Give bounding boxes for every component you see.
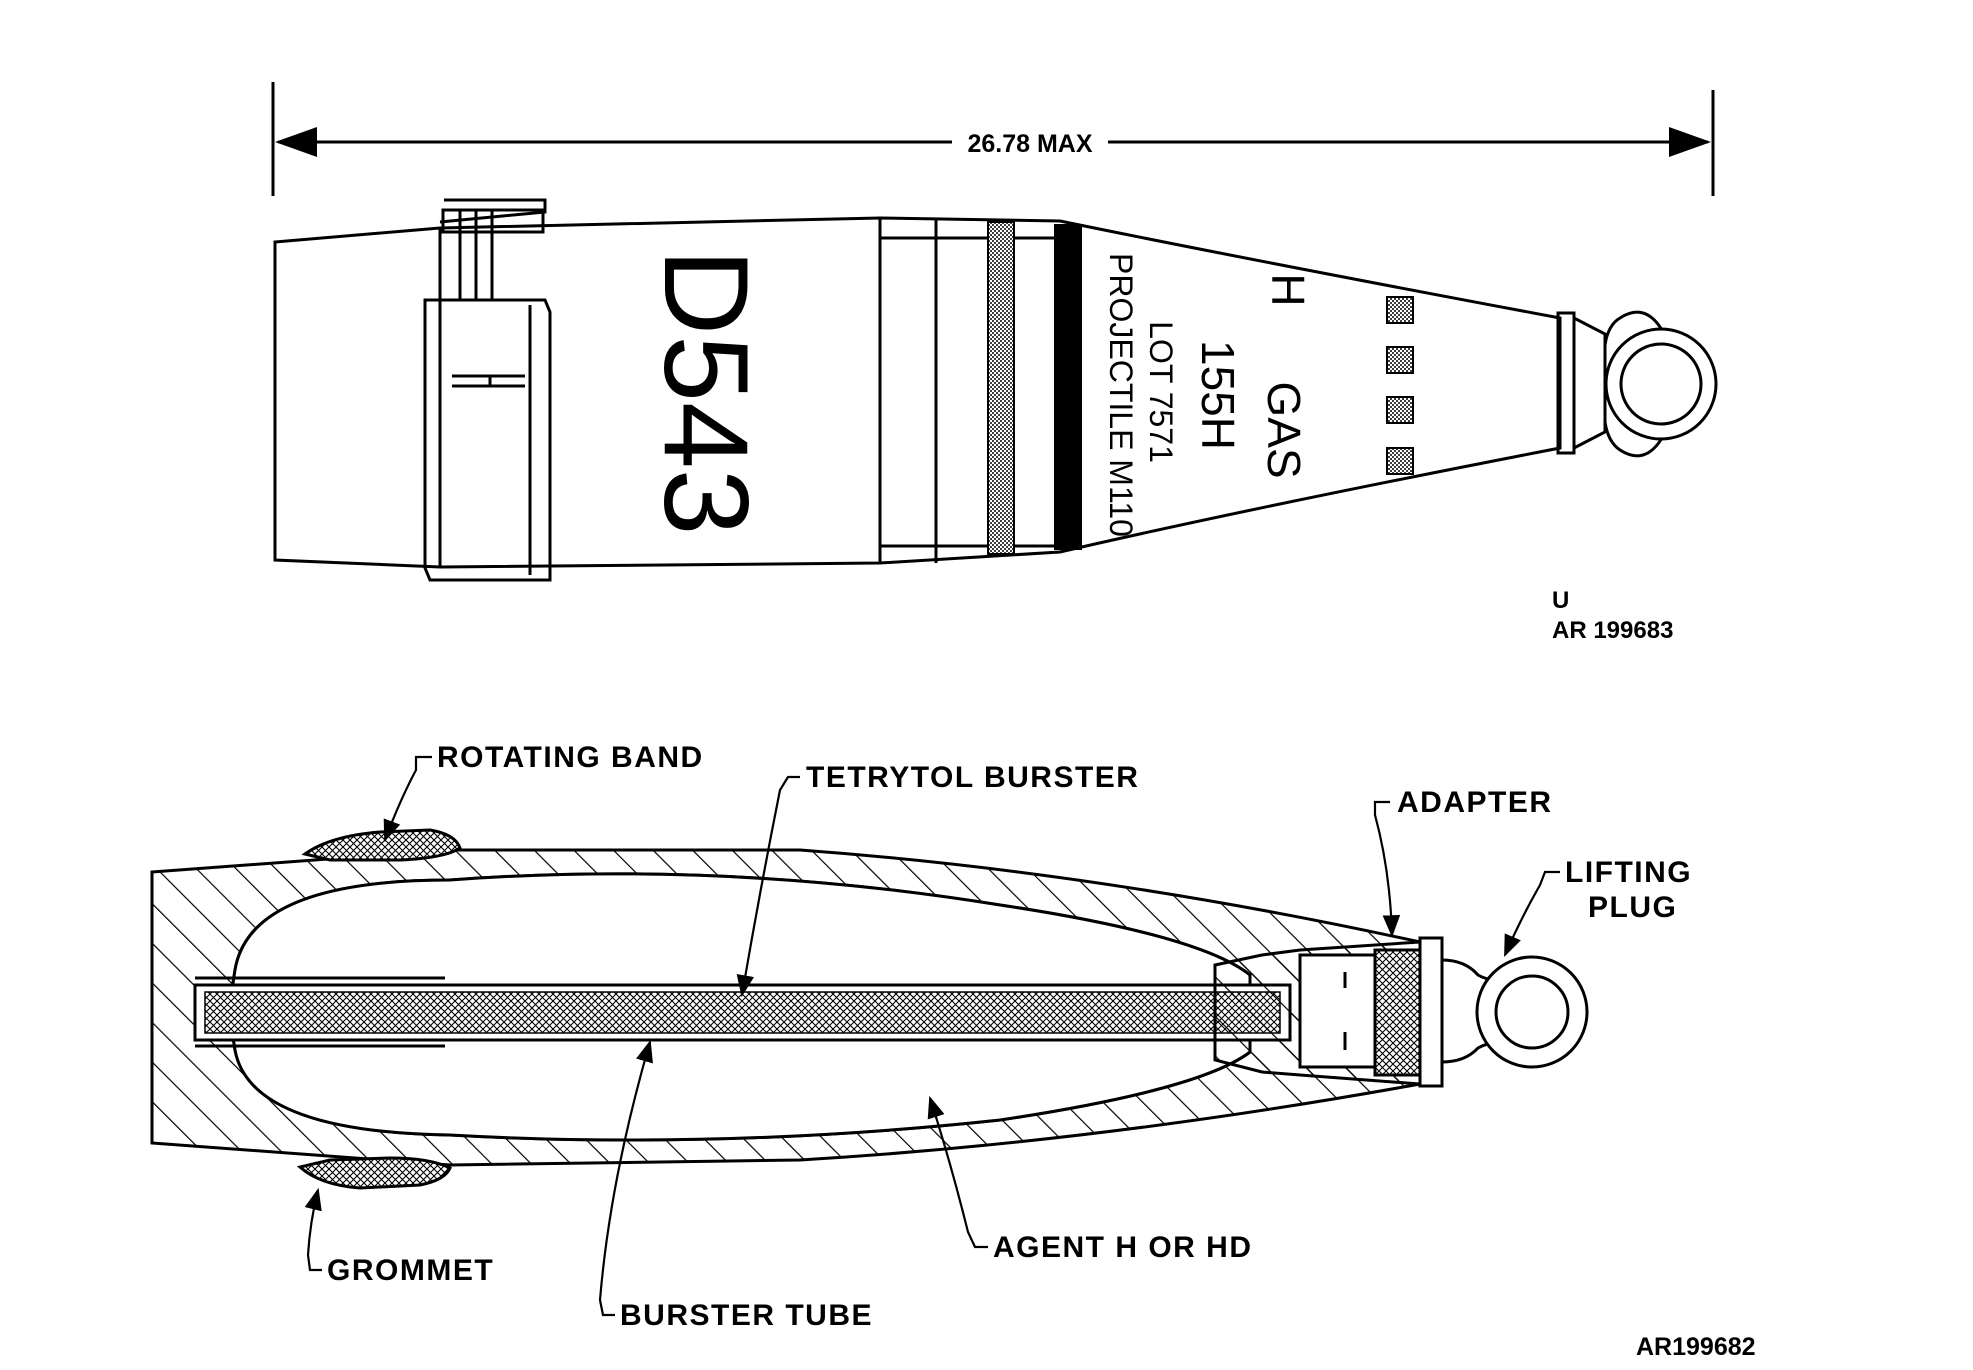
cutaway-view: ROTATING BAND TETRYTOL BURSTER ADAPTER L… bbox=[150, 741, 1756, 1361]
stencil-markings: D543 H GAS 155H LOT 7571 PROJECTILE M110 bbox=[639, 249, 1314, 537]
lifting-plug-label-line2: PLUG bbox=[1588, 891, 1677, 924]
dimension-label: 26.78 MAX bbox=[967, 130, 1092, 158]
exterior-body bbox=[273, 198, 1607, 582]
rotating-band-label: ROTATING BAND bbox=[437, 741, 704, 774]
model-stencil: PROJECTILE M110 bbox=[1103, 253, 1139, 537]
fill-stencil: H bbox=[1262, 273, 1314, 306]
grommet bbox=[296, 1156, 452, 1190]
caliber-stencil: 155H bbox=[1192, 340, 1244, 450]
type-stencil: GAS bbox=[1258, 381, 1310, 478]
lifting-ring-exterior bbox=[1603, 310, 1718, 458]
adapter-assembly bbox=[1213, 936, 1444, 1088]
exterior-ref-u: U bbox=[1552, 587, 1569, 614]
adapter-label: ADAPTER bbox=[1397, 786, 1553, 819]
burster-assembly bbox=[193, 976, 1292, 1048]
rotating-band bbox=[301, 828, 462, 862]
tetrytol-burster-label: TETRYTOL BURSTER bbox=[806, 761, 1139, 794]
exterior-view: 26.78 MAX bbox=[271, 82, 1718, 644]
callout-leaders bbox=[304, 755, 1560, 1317]
identification-bands bbox=[987, 221, 1082, 555]
burster-tube-label: BURSTER TUBE bbox=[620, 1299, 873, 1332]
lifting-plug-ring bbox=[1441, 955, 1589, 1069]
lot-code-stencil: D543 bbox=[639, 249, 773, 536]
lot-stencil: LOT 7571 bbox=[1143, 321, 1179, 463]
exterior-ref-id: AR 199683 bbox=[1552, 617, 1673, 644]
marking-squares bbox=[1386, 296, 1414, 475]
lifting-plug-label-line1: LIFTING bbox=[1565, 856, 1692, 889]
section-ref-id: AR199682 bbox=[1636, 1333, 1756, 1361]
agent-label: AGENT H OR HD bbox=[993, 1231, 1253, 1264]
grommet-label: GROMMET bbox=[327, 1254, 494, 1287]
overall-length-dimension: 26.78 MAX bbox=[271, 82, 1715, 196]
